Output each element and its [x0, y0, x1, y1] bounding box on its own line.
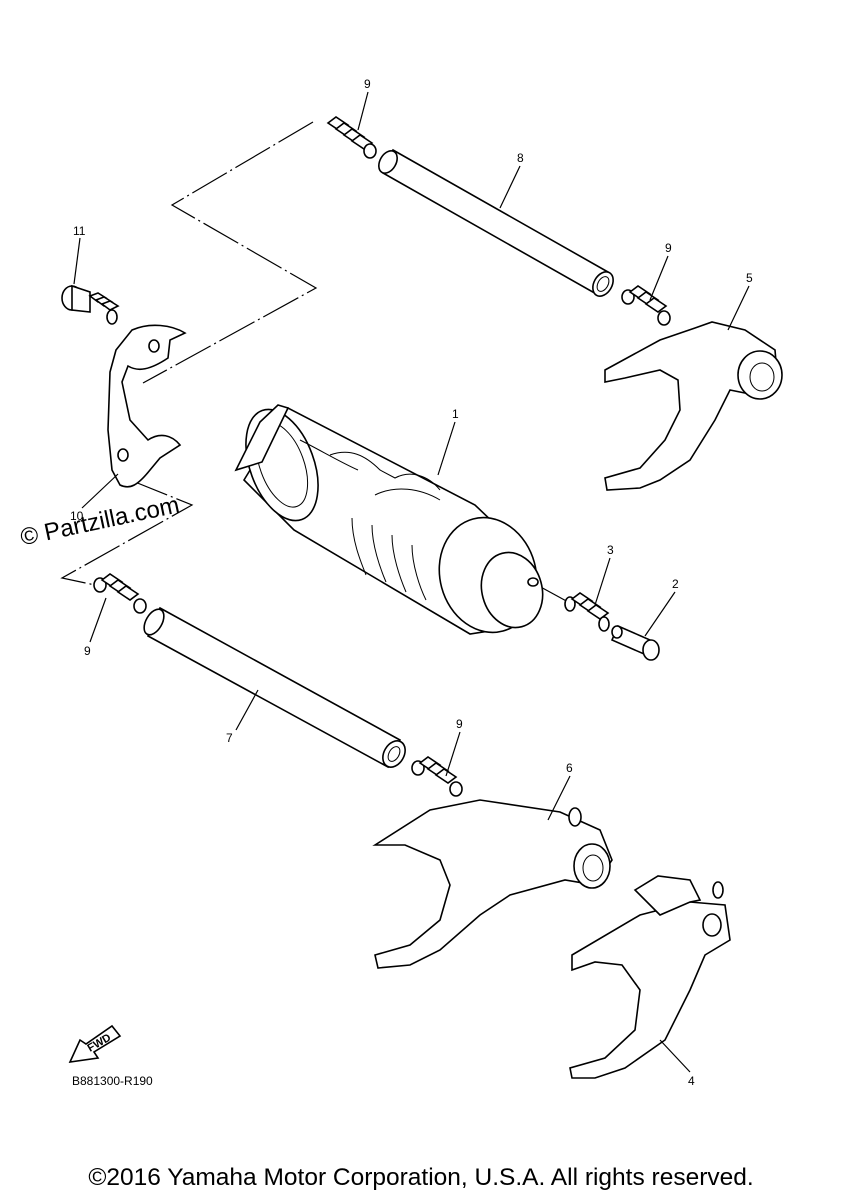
- fwd-label: FWD: [86, 1032, 114, 1055]
- copyright-notice: ©2016 Yamaha Motor Corporation, U.S.A. A…: [88, 1164, 754, 1191]
- spring-9-right: [621, 285, 671, 326]
- leader-3: [594, 557, 611, 606]
- leader-9b: [649, 255, 669, 301]
- bolt-11: [61, 284, 120, 325]
- leader-9a: [357, 91, 369, 131]
- guide-line-lower: [60, 479, 194, 586]
- callout-3: 3: [607, 543, 614, 557]
- spring-9-bottom: [411, 756, 463, 797]
- leader-2: [644, 591, 676, 637]
- leader-7: [235, 689, 259, 731]
- callout-11: 11: [73, 224, 86, 238]
- leader-10: [81, 473, 119, 509]
- callout-9b: 9: [665, 241, 672, 255]
- shift-fork-4: [569, 875, 731, 1079]
- spring-9-left: [93, 573, 147, 614]
- callout-5: 5: [746, 271, 753, 285]
- spring-3: [564, 592, 610, 632]
- leader-11: [73, 237, 81, 285]
- diagram-code: B881300-R190: [72, 1074, 153, 1088]
- callout-8: 8: [517, 151, 524, 165]
- leader-9d: [445, 731, 461, 777]
- callout-9a: 9: [364, 77, 371, 91]
- shift-fork-shaft-7: [143, 606, 406, 769]
- callout-1: 1: [452, 407, 459, 421]
- callout-6: 6: [566, 761, 573, 775]
- callout-4: 4: [688, 1074, 695, 1088]
- leader-1: [437, 421, 456, 476]
- leader-8: [499, 165, 521, 209]
- shift-fork-6: [372, 799, 613, 969]
- leader-4: [659, 1039, 691, 1073]
- leader-9c: [89, 597, 107, 643]
- fwd-arrow-icon: FWD: [68, 1024, 122, 1063]
- spring-9-top: [326, 116, 377, 159]
- pin-2: [610, 624, 660, 661]
- stopper-plate-10: [107, 324, 187, 488]
- shift-fork-5: [604, 321, 783, 491]
- callout-7: 7: [226, 731, 233, 745]
- shift-drum-1: [234, 404, 544, 635]
- callout-10: 10: [70, 509, 84, 523]
- leader-6: [547, 775, 571, 821]
- guide-line-upper: [142, 121, 318, 384]
- leader-5: [727, 285, 750, 331]
- callout-2: 2: [672, 577, 679, 591]
- callout-9c: 9: [84, 644, 91, 658]
- callout-9d: 9: [456, 717, 463, 731]
- shift-fork-shaft-8: [378, 148, 614, 297]
